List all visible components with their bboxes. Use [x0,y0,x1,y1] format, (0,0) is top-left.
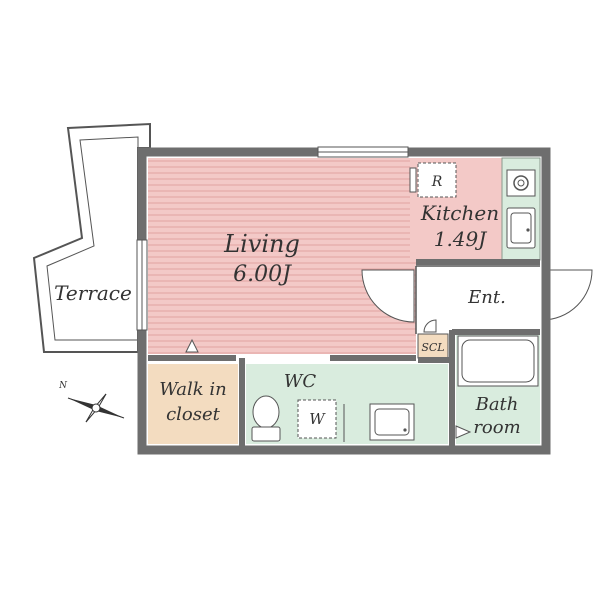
living-label: Living [223,230,300,258]
toilet-icon [251,395,281,442]
kitchen-sink-icon [506,207,536,249]
living-door-swing [361,269,415,323]
bathtub-icon [457,335,539,387]
stove-icon [506,169,536,197]
interior-walls [148,259,540,446]
bath-label-line1: Bath [475,394,519,415]
bath-label-line2: room [473,417,520,438]
terrace-label: Terrace [54,281,132,305]
closet-label-line2: closet [166,404,221,425]
terrace-area [32,122,151,353]
shoe-closet-label: SCL [421,341,444,354]
living-size: 6.00J [233,262,292,287]
entrance-label: Ent. [467,287,506,308]
kitchen-size: 1.49J [434,227,488,251]
kitchen-label: Kitchen [420,201,499,225]
walk-in-closet [148,364,238,444]
top-window [317,146,409,158]
shoe-closet [417,333,449,359]
living-room [148,158,416,354]
terrace-window [136,239,148,331]
fridge-label: R [431,174,443,190]
wc-label: WC [284,371,317,392]
washer-label: W [309,410,326,428]
compass-icon: N [58,381,125,423]
entrance-area [416,266,540,334]
washer-icon [297,399,337,439]
washbasin-icon [369,403,415,441]
compass-north-label: N [58,381,68,391]
fridge-icon [417,162,457,198]
closet-label-line1: Walk in [159,379,226,400]
